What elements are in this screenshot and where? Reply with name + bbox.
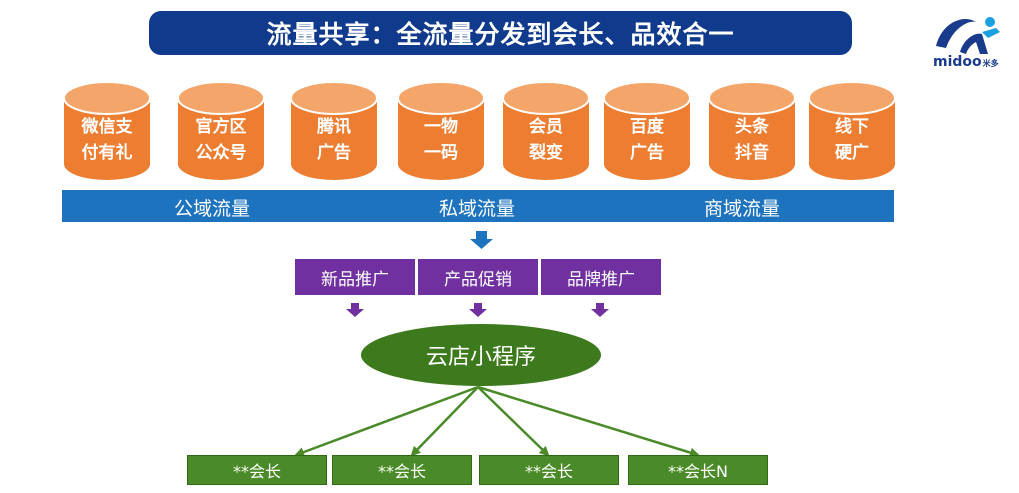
connector-line	[477, 386, 550, 457]
strategy-box-new-product: 新品推广	[295, 259, 415, 295]
cylinder-shape	[177, 81, 265, 180]
member-label: **会长N	[668, 462, 728, 481]
strategy-label: 新品推广	[321, 269, 389, 290]
channel-label: 百度 广告	[630, 117, 664, 163]
channel-cylinder: 会员 裂变	[501, 80, 591, 182]
channel-cylinder: 一物 一码	[396, 80, 486, 182]
member-box: **会长N	[628, 455, 768, 485]
logo-sub: 米多	[982, 59, 999, 68]
channel-cylinder: 官方区 公众号	[176, 80, 266, 182]
cylinder-shape	[502, 81, 590, 180]
cylinder-shape	[63, 81, 151, 180]
arrow-down-icon	[469, 303, 487, 317]
strategy-label: 品牌推广	[567, 269, 635, 290]
channel-label: 头条 抖音	[735, 117, 769, 163]
cylinder-shape	[808, 81, 896, 180]
channel-cylinder: 腾讯 广告	[289, 80, 379, 182]
member-box: **会长	[332, 455, 472, 485]
channel-label: 线下 硬广	[835, 117, 869, 163]
channel-cylinder: 百度 广告	[602, 80, 692, 182]
logo-name: midoo	[933, 54, 982, 70]
cylinder-shape	[290, 81, 378, 180]
strategy-label: 产品促销	[444, 269, 512, 290]
member-box: **会长	[479, 455, 619, 485]
page-title-banner: 流量共享：全流量分发到会长、品效合一	[149, 11, 852, 55]
member-label: **会长	[232, 462, 281, 481]
logo-text: midoo米多	[933, 54, 999, 70]
connector-line	[294, 385, 479, 457]
strategy-box-promotion: 产品促销	[418, 259, 538, 295]
arrow-down-icon	[346, 303, 364, 317]
cylinder-shape	[397, 81, 485, 180]
arrow-down-icon	[591, 303, 609, 317]
connector-line	[477, 385, 700, 458]
cloud-store-hub: 云店小程序	[361, 324, 601, 386]
strategy-box-brand: 品牌推广	[541, 259, 661, 295]
channel-label: 官方区 公众号	[195, 117, 247, 163]
traffic-label-public: 公域流量	[174, 198, 251, 220]
hub-label: 云店小程序	[425, 345, 536, 370]
channel-label: 一物 一码	[424, 117, 458, 163]
channel-cylinder: 微信支 付有礼	[62, 80, 152, 182]
page-title: 流量共享：全流量分发到会长、品效合一	[266, 20, 735, 49]
channel-label: 会员 裂变	[529, 117, 563, 163]
connector-line	[410, 386, 479, 457]
traffic-label-private: 私域流量	[439, 198, 516, 220]
midoo-logo-icon	[936, 17, 1000, 54]
cylinder-shape	[708, 81, 796, 180]
channel-cylinder: 线下 硬广	[807, 80, 897, 182]
member-label: **会长	[524, 462, 573, 481]
arrow-down-icon	[470, 231, 493, 249]
traffic-type-bar: 公域流量 私域流量 商域流量	[62, 190, 894, 222]
member-box: **会长	[187, 455, 327, 485]
channel-label: 腾讯 广告	[317, 117, 351, 163]
traffic-label-commercial: 商域流量	[704, 198, 781, 220]
cylinder-shape	[603, 81, 691, 180]
channel-cylinder: 头条 抖音	[707, 80, 797, 182]
member-label: **会长	[377, 462, 426, 481]
channel-label: 微信支 付有礼	[81, 117, 133, 163]
